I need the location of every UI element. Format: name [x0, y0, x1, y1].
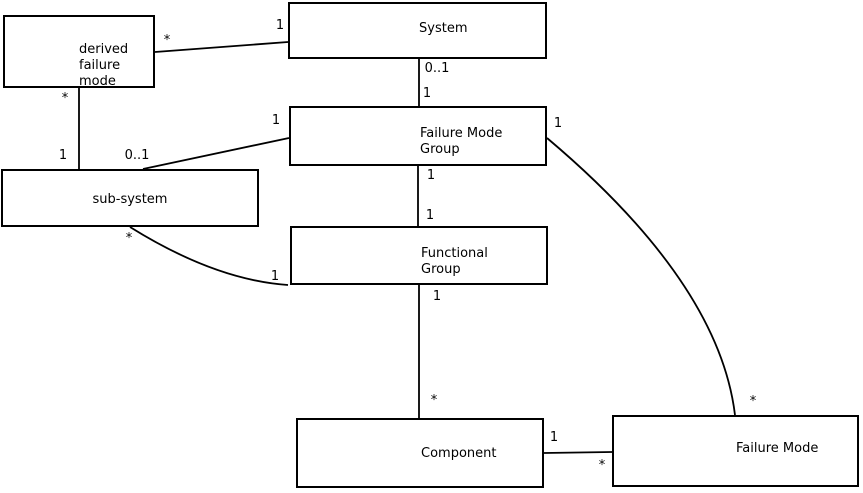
multiplicity-label: 1: [422, 86, 432, 101]
multiplicity-label: 1: [432, 289, 442, 304]
edge-failure-mode-group-failure-mode: [546, 137, 736, 416]
node-system: System: [288, 2, 547, 59]
node-failure-mode-group: Failure Mode Group: [289, 106, 547, 166]
multiplicity-label: *: [125, 231, 133, 246]
multiplicity-label: 1: [275, 18, 285, 33]
multiplicity-label: 1: [271, 113, 281, 128]
node-failure-mode: Failure Mode: [612, 415, 859, 487]
node-component-label: Component: [421, 446, 497, 461]
edge-sub-system-failure-mode-group: [142, 137, 290, 170]
edge-derived-failure-mode-system: [154, 41, 289, 53]
node-derived-failure-mode: derived failure mode: [3, 15, 155, 89]
multiplicity-label: 1: [553, 116, 563, 131]
node-system-label: System: [419, 21, 468, 36]
multiplicity-label: 1: [426, 168, 436, 183]
node-failure-mode-group-label: Failure Mode Group: [420, 126, 503, 157]
multiplicity-label: 1: [425, 208, 435, 223]
multiplicity-label: 1: [549, 430, 559, 445]
multiplicity-label: 1: [270, 269, 280, 284]
node-sub-system-label: sub-system: [92, 192, 168, 207]
node-sub-system: sub-system: [1, 169, 259, 227]
multiplicity-label: 0..1: [424, 61, 450, 76]
node-functional-group-label: Functional Group: [421, 246, 488, 277]
multiplicity-label: *: [430, 393, 438, 408]
multiplicity-label: *: [749, 394, 757, 409]
multiplicity-label: *: [598, 458, 606, 473]
node-failure-mode-label: Failure Mode: [736, 441, 819, 456]
edge-component-failure-mode: [543, 451, 613, 454]
multiplicity-label: 0..1: [124, 148, 150, 163]
node-functional-group: Functional Group: [290, 226, 548, 285]
node-component: Component: [296, 418, 544, 488]
multiplicity-label: *: [61, 91, 69, 106]
multiplicity-label: 1: [58, 148, 68, 163]
node-derived-failure-mode-label: derived failure mode: [79, 42, 129, 89]
multiplicity-label: *: [163, 33, 171, 48]
edge-sub-system-functional-group: [129, 226, 289, 286]
